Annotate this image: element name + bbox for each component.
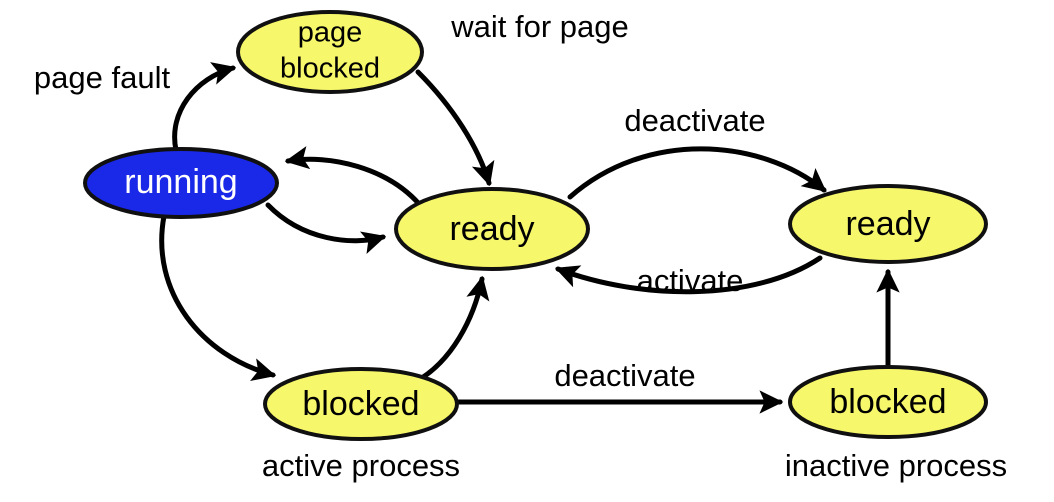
blocked-inactive-ellipse[interactable]: [788, 365, 988, 439]
edge-label-wait-for-page: wait for page: [450, 9, 629, 44]
edge-ready-to-running: [284, 146, 423, 208]
edge-running-to-page-blocked: [172, 62, 237, 153]
running-ellipse[interactable]: [83, 147, 279, 219]
node-running[interactable]: running: [83, 147, 279, 219]
edge-running-to-ready: [265, 202, 387, 254]
edge-label-deactivate-bottom: deactivate: [554, 358, 695, 393]
page-blocked-label-line2: blocked: [280, 53, 380, 85]
edge-deactivate-ready: [567, 146, 827, 200]
ready-active-ellipse[interactable]: [394, 187, 590, 271]
blocked-active-ellipse[interactable]: [263, 367, 459, 441]
node-blocked-inactive[interactable]: blocked: [788, 365, 988, 439]
node-ready-inactive[interactable]: ready: [788, 184, 988, 264]
ready-inactive-ellipse[interactable]: [788, 184, 988, 264]
node-ready-active[interactable]: ready: [394, 187, 590, 271]
running-label: running: [124, 163, 237, 201]
edge-page-blocked-to-ready: [415, 69, 495, 187]
blocked-inactive-label: blocked: [829, 383, 946, 421]
edge-label-page-fault: page fault: [34, 60, 171, 95]
ready-active-label: ready: [449, 210, 534, 248]
edge-blocked-to-ready: [412, 275, 490, 385]
node-blocked-active[interactable]: blocked: [263, 367, 459, 441]
ready-inactive-label: ready: [845, 205, 930, 243]
caption-inactive-process: inactive process: [785, 448, 1007, 483]
page-blocked-label-line1: page: [298, 17, 363, 49]
caption-active-process: active process: [262, 448, 460, 483]
blocked-active-label: blocked: [302, 385, 419, 423]
edge-running-to-blocked: [159, 213, 277, 381]
page-blocked-ellipse[interactable]: [236, 10, 424, 94]
edge-activate-ready: [554, 255, 823, 295]
edge-label-activate: activate: [637, 263, 744, 298]
node-page-blocked[interactable]: page blocked: [236, 10, 424, 94]
edge-label-deactivate-top: deactivate: [624, 103, 765, 138]
